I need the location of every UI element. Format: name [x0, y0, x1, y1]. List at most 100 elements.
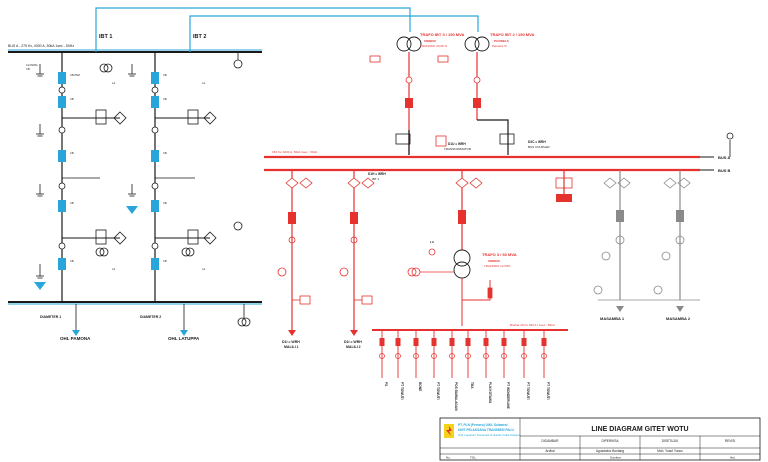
ibt2-label: IBT 2	[193, 34, 206, 40]
feeder-ct	[465, 353, 471, 359]
feeder-breaker	[483, 338, 489, 346]
bus-ds-icons	[285, 177, 483, 189]
bus-a-vt-icon	[726, 132, 734, 140]
feeder-breaker	[541, 338, 547, 346]
coupler-label2: BUS COUPLER	[528, 145, 550, 149]
malili1-arrow	[288, 330, 296, 336]
trafo3-breaker	[458, 210, 466, 224]
ibt3-ct	[405, 76, 413, 84]
d1-ds-1	[58, 86, 66, 94]
d1-diamond-icon	[113, 111, 127, 125]
masamba1-arrow	[616, 306, 624, 312]
svg-text:CLOSING: CLOSING	[26, 63, 38, 67]
ohl-pamona-arrow	[72, 330, 80, 336]
d2-la-box-lower	[187, 229, 199, 245]
feeder-label: PT TOWUTI	[526, 382, 530, 400]
d2-breaker-3	[151, 150, 159, 162]
ibt3-breaker	[405, 98, 413, 108]
trafo-ibt2-sub2: Pauwels %	[492, 44, 507, 48]
right-150kv-section: TRAFO IBT 3 / 150 MVA UNINDO TRAFINDO 43…	[264, 32, 734, 411]
d1-ds-3	[58, 182, 66, 190]
trafo-ibt3-icon-2	[406, 36, 422, 52]
d1-la-box	[95, 109, 107, 125]
ibt2-la-icon	[437, 55, 449, 63]
ibt2-to-bus-line	[477, 119, 509, 155]
masamba2-label: MASAMBA 2	[666, 316, 691, 321]
d1-ds-2	[58, 126, 66, 134]
feeder-label: PT TOWUTI	[546, 382, 550, 400]
ibt2-feed-line	[189, 15, 479, 52]
diameter1-label: DIAMETER 1	[40, 315, 61, 319]
ohl-latuppa-label: OHL LATUPPA	[168, 336, 200, 341]
bay-trafo-box	[435, 135, 447, 147]
trafo-ibt3-icon	[396, 36, 412, 52]
malili1-bay: D1I = WRH	[282, 340, 300, 344]
svg-text:CB: CB	[70, 97, 74, 101]
bay-trafo-label: D1U = WRH	[448, 142, 466, 146]
d2-la-box	[187, 109, 199, 125]
footer-label: REVISI	[725, 439, 736, 443]
footer-bottom-label: Hal.	[730, 456, 736, 460]
masamba2-arrow	[676, 306, 684, 312]
diagram-title: LINE DIAGRAM GITET WOTU	[591, 426, 688, 433]
company-line-1: PT. PLN (Persero) UIKL Sulawesi	[458, 423, 508, 427]
trafo-dist-sub: UNINDO	[488, 259, 500, 263]
bus-20kv-label: Busbar 20 Kv 630 A / 1sec - 50Hz	[510, 323, 555, 327]
company-line-2: UNIT PELAKSANA TRANSMISI PALU	[458, 428, 514, 432]
trafo-dist-label: TRAFO 3 / 60 MVA	[482, 252, 517, 257]
trafo3-icon	[453, 249, 471, 267]
svg-text:CB: CB	[70, 151, 74, 155]
feeder-ct	[483, 353, 489, 359]
bus-b-label: BUS B	[718, 168, 731, 173]
feeder-label: PS	[384, 382, 388, 386]
feeder-label: PT TOWUTI	[400, 382, 404, 400]
feeder-breaker	[431, 338, 437, 346]
d2-breaker-5	[151, 258, 159, 270]
footer-bottom-label: No.	[446, 456, 451, 460]
coupler-breaker	[556, 194, 572, 202]
d2-ds-1	[151, 86, 159, 94]
d1-breaker-1	[58, 72, 66, 84]
svg-text:LA: LA	[202, 81, 205, 85]
svg-text:CB: CB	[163, 151, 167, 155]
ibt3-ct-box	[395, 133, 411, 145]
malili2-bay: D1I = WRH	[344, 340, 362, 344]
trafo3-aux	[407, 248, 493, 299]
masamba1-label: MASAMBA 1	[600, 316, 625, 321]
title-block: PT. PLN (Persero) UIKL Sulawesi UNIT PEL…	[439, 417, 761, 461]
svg-text:CB: CB	[70, 201, 74, 205]
d1-ds-4	[58, 242, 66, 250]
footer-name: Moh. Yusuf Yunus	[657, 449, 683, 453]
ibt3-la-icon	[369, 55, 381, 63]
malili-equipment	[277, 236, 373, 305]
feeder-ct	[379, 353, 385, 359]
diameter2-label: DIAMETER 2	[140, 315, 161, 319]
trafo-ibt3-sub: UNINDO	[424, 39, 436, 43]
trafo-dist-sub2: TRAFINDO 12,53%	[484, 264, 511, 268]
feeder-label: POS BAWALAGAN	[454, 382, 458, 411]
svg-text:CB: CB	[163, 97, 167, 101]
footer-label: DISETUJUI	[662, 439, 679, 443]
d2-breaker-4	[151, 200, 159, 212]
cyan-arrow-icons	[34, 206, 138, 290]
feeder-breaker	[379, 338, 385, 346]
d1-breaker-5	[58, 258, 66, 270]
svg-text:CB PAM: CB PAM	[70, 73, 80, 77]
trafo-ibt3-label: TRAFO IBT 3 / 150 MVA	[420, 32, 464, 37]
ibt2-ct	[473, 76, 481, 84]
feeder-label: BONE	[418, 382, 422, 391]
trafo-ibt2-icon-2	[474, 36, 490, 52]
feeder-breaker	[395, 338, 401, 346]
title-block-frame	[439, 417, 761, 461]
coupler-ct	[555, 177, 573, 189]
footer-name: Ardhal	[545, 449, 555, 453]
trafo3-icon-2	[453, 261, 471, 279]
coupler-label: D3C = WRH	[528, 140, 546, 144]
masamba2-breaker	[676, 210, 684, 222]
trafo3-la: LA	[430, 240, 435, 244]
ohl-pamona-label: OHL PAMONA	[60, 336, 91, 341]
trafo-ibt3-sub2: TRAFINDO 43,66 %	[420, 44, 448, 48]
feeder-breaker	[413, 338, 419, 346]
